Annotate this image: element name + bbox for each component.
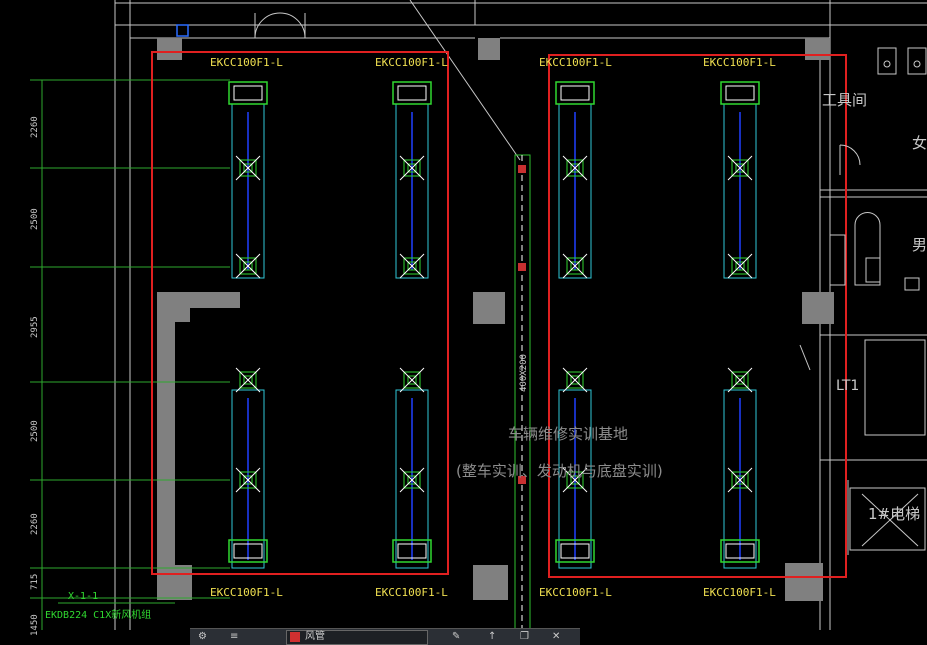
dimension-chain (30, 79, 230, 630)
fcu-2-1-diffuser-a (562, 367, 588, 393)
fan-coil-layer (228, 81, 760, 569)
fcu-0-0-diffuser-b (235, 253, 261, 279)
zone-frame-right[interactable] (548, 54, 847, 578)
elevator-code-label: LT1 (836, 378, 859, 394)
fcu-3-1-body (723, 389, 757, 569)
fcu-1-1-fan-head (392, 539, 432, 563)
fcu-3-0-diffuser-b (727, 253, 753, 279)
dim-1: 2260 (30, 116, 40, 138)
unit-label-rr-top: EKCC100F1-L (703, 56, 776, 69)
fcu-0-1-diffuser-b (235, 467, 261, 493)
fcu-3-1-diffuser-b (727, 467, 753, 493)
fcu-3-0-fan-head (720, 81, 760, 105)
tool-room-label: 工具间 (822, 91, 867, 109)
fcu-0-0-fan-head (228, 81, 268, 105)
fcu-3-1-fan-head (720, 539, 760, 563)
dimension-texts: 2260 2500 2955 2500 2260 715 1450 (30, 116, 40, 636)
gear-icon[interactable]: ⚙ (198, 631, 207, 642)
elevator-label: 1#电梯 (868, 505, 920, 523)
equipment-unit: EKDB224 C1X新风机组 (45, 608, 151, 621)
layer-icon[interactable]: ≡ (230, 631, 239, 642)
male-restroom-label: 男 (912, 236, 927, 254)
fcu-2-1-diffuser-b (562, 467, 588, 493)
fcu-0-0-fan-grille (233, 85, 263, 101)
dim-3: 2955 (30, 316, 40, 338)
building-walls (114, 0, 927, 630)
dim-2: 2500 (30, 208, 40, 230)
fcu-0-0-diffuser-a (235, 155, 261, 181)
fcu-1-1-diffuser-b (399, 467, 425, 493)
fcu-1-1-diffuser-a (399, 367, 425, 393)
layer-color-swatch (290, 632, 300, 642)
unit-label-ur-bottom: EKCC100F1-L (375, 586, 448, 599)
unit-labels: EKCC100F1-L EKCC100F1-L EKCC100F1-L EKCC… (210, 56, 776, 599)
close-icon[interactable]: ✕ (552, 631, 561, 642)
fcu-2-1-body (558, 389, 592, 569)
door-swings (254, 12, 306, 39)
fcu-1-1-fan-grille (397, 543, 427, 559)
supply-duct: 400X200 (514, 154, 531, 631)
fcu-3-0-diffuser-a (727, 155, 753, 181)
layer-name: 风管 (305, 631, 325, 642)
unit-label-rr-bottom: EKCC100F1-L (703, 586, 776, 599)
room-title: 车辆维修实训基地 (508, 425, 628, 443)
fcu-2-0-diffuser-a (562, 155, 588, 181)
fcu-3-0-fan-grille (725, 85, 755, 101)
unit-label-rl-top: EKCC100F1-L (539, 56, 612, 69)
equipment-tag: X-1-1 EKDB224 C1X新风机组 (45, 591, 175, 621)
room-subtitle: (整车实训、发动机与底盘实训) (456, 462, 663, 480)
fcu-1-0-diffuser-a (399, 155, 425, 181)
fcu-2-0-fan-grille (560, 85, 590, 101)
dim-5: 2260 (30, 513, 40, 535)
layer-dropdown[interactable]: 风管 (286, 630, 428, 645)
female-restroom-label: 女 (912, 134, 927, 152)
fcu-0-1-fan-grille (233, 543, 263, 559)
fcu-0-1-fan-head (228, 539, 268, 563)
fcu-0-1-body (231, 389, 265, 569)
fcu-2-1-fan-grille (560, 543, 590, 559)
fcu-2-0-fan-head (555, 81, 595, 105)
unit-label-rl-bottom: EKCC100F1-L (539, 586, 612, 599)
fcu-1-0-diffuser-b (399, 253, 425, 279)
arrow-up-icon[interactable]: ↑ (488, 631, 497, 642)
fcu-2-1-fan-head (555, 539, 595, 563)
dim-7: 1450 (30, 614, 40, 636)
fcu-1-0-fan-grille (397, 85, 427, 101)
command-toolbar: ⚙ ≡ 风管 ✎ ↑ ❐ ✕ (190, 628, 580, 645)
fcu-3-1-diffuser-a (727, 367, 753, 393)
right-room-texts: 工具间 女 男 LT1 1#电梯 (822, 91, 927, 523)
fcu-1-0-fan-head (392, 81, 432, 105)
restroom-block (799, 47, 927, 555)
zone-frame-left[interactable] (151, 51, 449, 575)
copy-icon[interactable]: ❐ (520, 631, 529, 642)
structural-columns (157, 38, 834, 601)
duct-size-label: 400X200 (519, 354, 529, 392)
fcu-1-1-body (395, 389, 429, 569)
unit-label-ur-top: EKCC100F1-L (375, 56, 448, 69)
dim-6: 715 (30, 574, 40, 590)
edit-icon[interactable]: ✎ (452, 631, 461, 642)
unit-label-ul-top: EKCC100F1-L (210, 56, 283, 69)
selection-grip[interactable] (176, 24, 189, 37)
fcu-0-1-diffuser-a (235, 367, 261, 393)
unit-label-ul-bottom: EKCC100F1-L (210, 586, 283, 599)
equipment-axis: X-1-1 (68, 591, 98, 602)
fcu-2-0-diffuser-b (562, 253, 588, 279)
fcu-3-1-fan-grille (725, 543, 755, 559)
dim-4: 2500 (30, 420, 40, 442)
